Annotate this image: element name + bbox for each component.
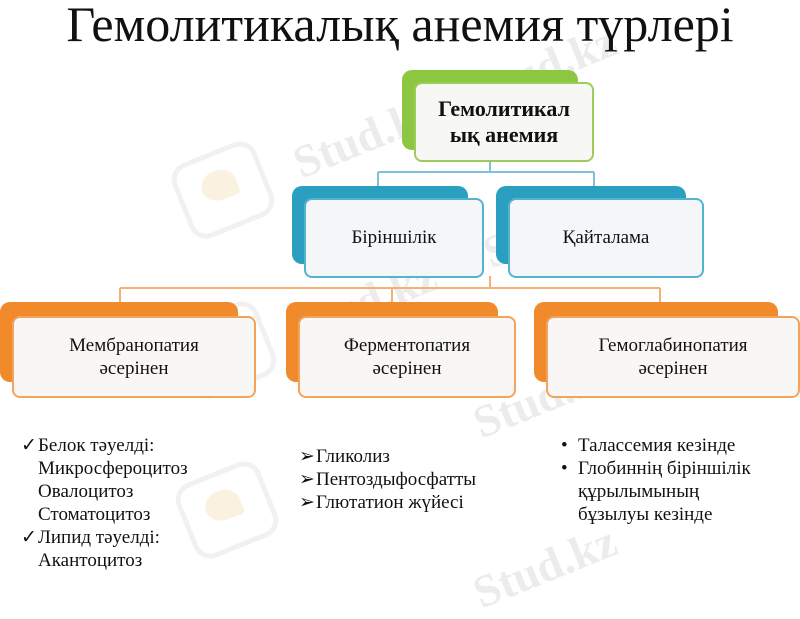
hemoglobinopathy-node: Гемоглабинопатия әсерінен (546, 316, 800, 398)
primary-node: Біріншілік (304, 198, 484, 278)
list-item: Акантоцитоз (38, 550, 143, 571)
root-node-line1: Гемолитикал (438, 96, 570, 121)
secondary-node: Қайталама (508, 198, 704, 278)
enzymopathy-line2: әсерінен (372, 358, 442, 379)
enzymopathy-list: ➢Гликолиз ➢Пентоздыфосфатты ➢Глютатион ж… (299, 445, 556, 514)
list-item: бұзылуы кезінде (578, 504, 713, 525)
list-item: Микросфероцитоз (38, 458, 188, 479)
check-icon: ✓ (21, 527, 37, 548)
list-item: Овалоцитоз (38, 481, 134, 502)
list-item: құрылымының (578, 481, 700, 502)
root-node: Гемолитикал ық анемия (414, 82, 594, 162)
enzymopathy-line1: Ферментопатия (343, 335, 471, 356)
connector-level1-level2 (119, 276, 661, 302)
connector-lines (119, 162, 661, 302)
list-item: ➢Гликолиз (299, 446, 390, 467)
bullet-icon: • (561, 435, 568, 456)
membranopathy-line2: әсерінен (99, 358, 169, 379)
list-item: •Талассемия кезінде (561, 435, 736, 456)
connector-root-level1 (377, 162, 595, 186)
hemoglobinopathy-line2: әсерінен (638, 358, 708, 379)
list-item: ➢Пентоздыфосфатты (299, 469, 477, 490)
page-title: Гемолитикалық анемия түрлері (66, 0, 734, 52)
arrow-icon: ➢ (299, 469, 315, 490)
list-item: ✓Белок тәуелді: (21, 435, 155, 456)
arrow-icon: ➢ (299, 492, 315, 513)
secondary-node-label: Қайталама (562, 227, 650, 248)
list-item: Стоматоцитоз (38, 504, 151, 525)
check-icon: ✓ (21, 435, 37, 456)
arrow-icon: ➢ (299, 446, 315, 467)
hemoglobinopathy-list: •Талассемия кезінде •Глобиннің біріншілі… (561, 434, 800, 526)
membranopathy-list: ✓Белок тәуелді: Микросфероцитоз Овалоцит… (21, 434, 278, 572)
root-node-line2: ық анемия (449, 122, 559, 147)
list-item: ✓Липид тәуелді: (21, 527, 160, 548)
membranopathy-line1: Мембранопатия (69, 335, 199, 356)
bullet-icon: • (561, 458, 568, 479)
hemoglobinopathy-line1: Гемоглабинопатия (598, 335, 748, 356)
enzymopathy-node: Ферментопатия әсерінен (298, 316, 516, 398)
list-item: ➢Глютатион жүйесі (299, 492, 464, 513)
list-item: •Глобиннің біріншілік (561, 458, 751, 479)
primary-node-label: Біріншілік (351, 227, 437, 248)
membranopathy-node: Мембранопатия әсерінен (12, 316, 256, 398)
